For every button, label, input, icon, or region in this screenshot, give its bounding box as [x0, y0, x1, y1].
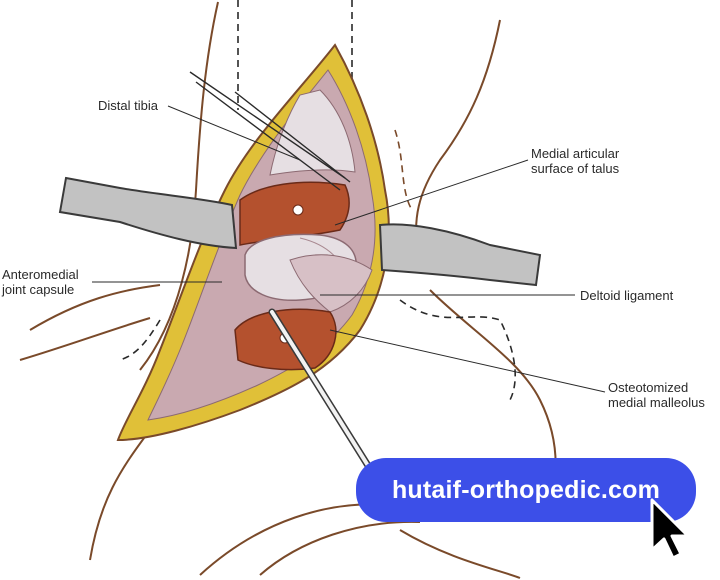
label-anteromedial-joint-capsule: Anteromedial joint capsule [2, 267, 79, 297]
guide-wires [189, 71, 351, 191]
label-medial-articular-surface: Medial articular surface of talus [531, 146, 620, 176]
leader-lines [92, 105, 606, 393]
deltoid-ligament [289, 254, 373, 313]
watermark-link[interactable]: hutaif-orthopedic.com [356, 458, 696, 522]
dashed-outline [119, 0, 516, 401]
label-distal-tibia: Distal tibia [98, 98, 158, 113]
label-osteotomized-medial-malleolus: Osteotomized medial malleolus [608, 380, 705, 410]
right-retractor [378, 223, 542, 287]
probe-instrument [268, 308, 376, 476]
label-deltoid-ligament: Deltoid ligament [580, 288, 674, 303]
left-retractor [58, 176, 238, 250]
mouse-pointer-icon [650, 498, 690, 560]
